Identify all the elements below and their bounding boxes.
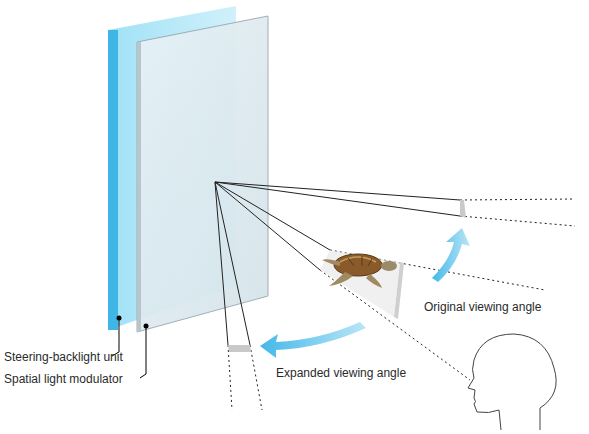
rotation-arrow <box>260 322 366 358</box>
angle-wedge <box>320 250 400 317</box>
angle-band <box>228 345 251 352</box>
part-label: Expanded viewing angle <box>276 366 406 380</box>
leader-line <box>140 326 146 378</box>
rotation-arrow <box>432 228 470 282</box>
part-label: Original viewing angle <box>424 300 541 314</box>
slm-panel <box>137 16 268 332</box>
viewer-head <box>468 334 556 430</box>
backlight-edge <box>108 30 118 330</box>
angle-band <box>460 200 466 218</box>
leader-dot <box>117 316 122 321</box>
turtle-image <box>322 254 397 288</box>
part-label: Spatial light modulator <box>4 372 123 386</box>
part-label: Steering-backlight unit <box>4 350 123 364</box>
leader-dot <box>144 324 149 329</box>
slm-edge <box>137 42 141 332</box>
light-rays <box>215 182 575 410</box>
